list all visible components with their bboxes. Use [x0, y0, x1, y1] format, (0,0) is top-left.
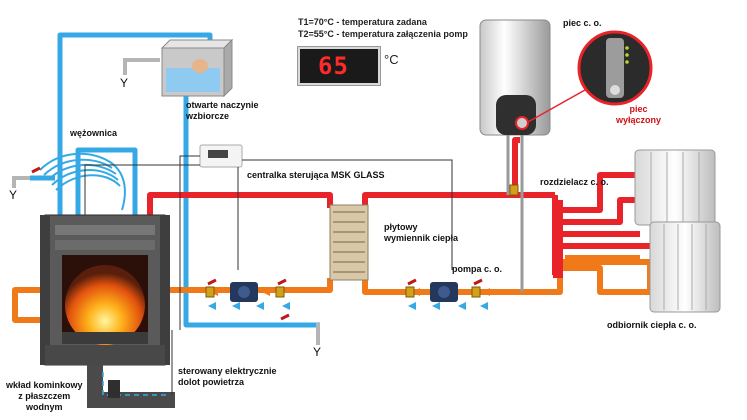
- label-heat-exchanger: płytowy wymiennik ciepła: [384, 222, 459, 243]
- temperature-t1: T1=70°C - temperatura zadana: [298, 17, 427, 27]
- label-air-intake: sterowany elektrycznie dolot powietrza: [178, 366, 277, 387]
- radiator-top: [634, 149, 716, 226]
- air-intake-duct: [87, 365, 175, 408]
- radiator-bottom: [649, 221, 721, 313]
- temperature-display: 65: [298, 47, 380, 85]
- valves: [205, 184, 519, 298]
- label-drain-bottom: Y: [313, 345, 322, 359]
- label-coil: wężownica: [70, 128, 118, 138]
- control-wires: [84, 155, 453, 395]
- boiler-zoom-callout: [527, 30, 653, 123]
- label-drain-top: Y: [120, 76, 129, 90]
- expansion-vessel: [160, 38, 234, 98]
- flow-arrows: [208, 302, 488, 310]
- label-fireplace: wkład kominkowy z płaszczem wodnym: [6, 380, 83, 412]
- temperature-legend: T1=70°C - temperatura zadana T2=55°C - t…: [298, 16, 468, 40]
- valve-handles: [31, 166, 483, 321]
- pump-right: [430, 282, 458, 302]
- label-drain-left: Y: [9, 188, 18, 202]
- boiler-tank: [479, 19, 551, 136]
- label-controller: centralka sterująca MSK GLASS: [247, 170, 385, 180]
- coil: [39, 152, 126, 211]
- display-value: 65: [318, 52, 349, 80]
- label-receivers: odbiornik ciepła c. o.: [607, 320, 697, 330]
- plate-heat-exchanger: [329, 204, 369, 281]
- pump-left: [230, 282, 258, 302]
- tank-feed-pipes: [506, 130, 524, 292]
- display-unit: °C: [384, 52, 399, 67]
- temperature-t2: T2=55°C - temperatura załączenia pomp: [298, 29, 468, 39]
- controller-box: [199, 144, 243, 168]
- label-pump: pompa c. o.: [452, 264, 503, 274]
- label-boiler-tank: piec c. o.: [563, 18, 602, 28]
- drain-pipes: [12, 58, 320, 345]
- label-expansion-vessel: otwarte naczynie wzbiorcze: [186, 100, 259, 121]
- distributor-manifold: [553, 200, 575, 278]
- label-distributor: rozdzielacz c. o.: [540, 177, 609, 187]
- fireplace-insert: [40, 214, 170, 366]
- label-boiler-off: piec wyłączony: [616, 104, 662, 125]
- flow-arrows-orange: [210, 288, 490, 296]
